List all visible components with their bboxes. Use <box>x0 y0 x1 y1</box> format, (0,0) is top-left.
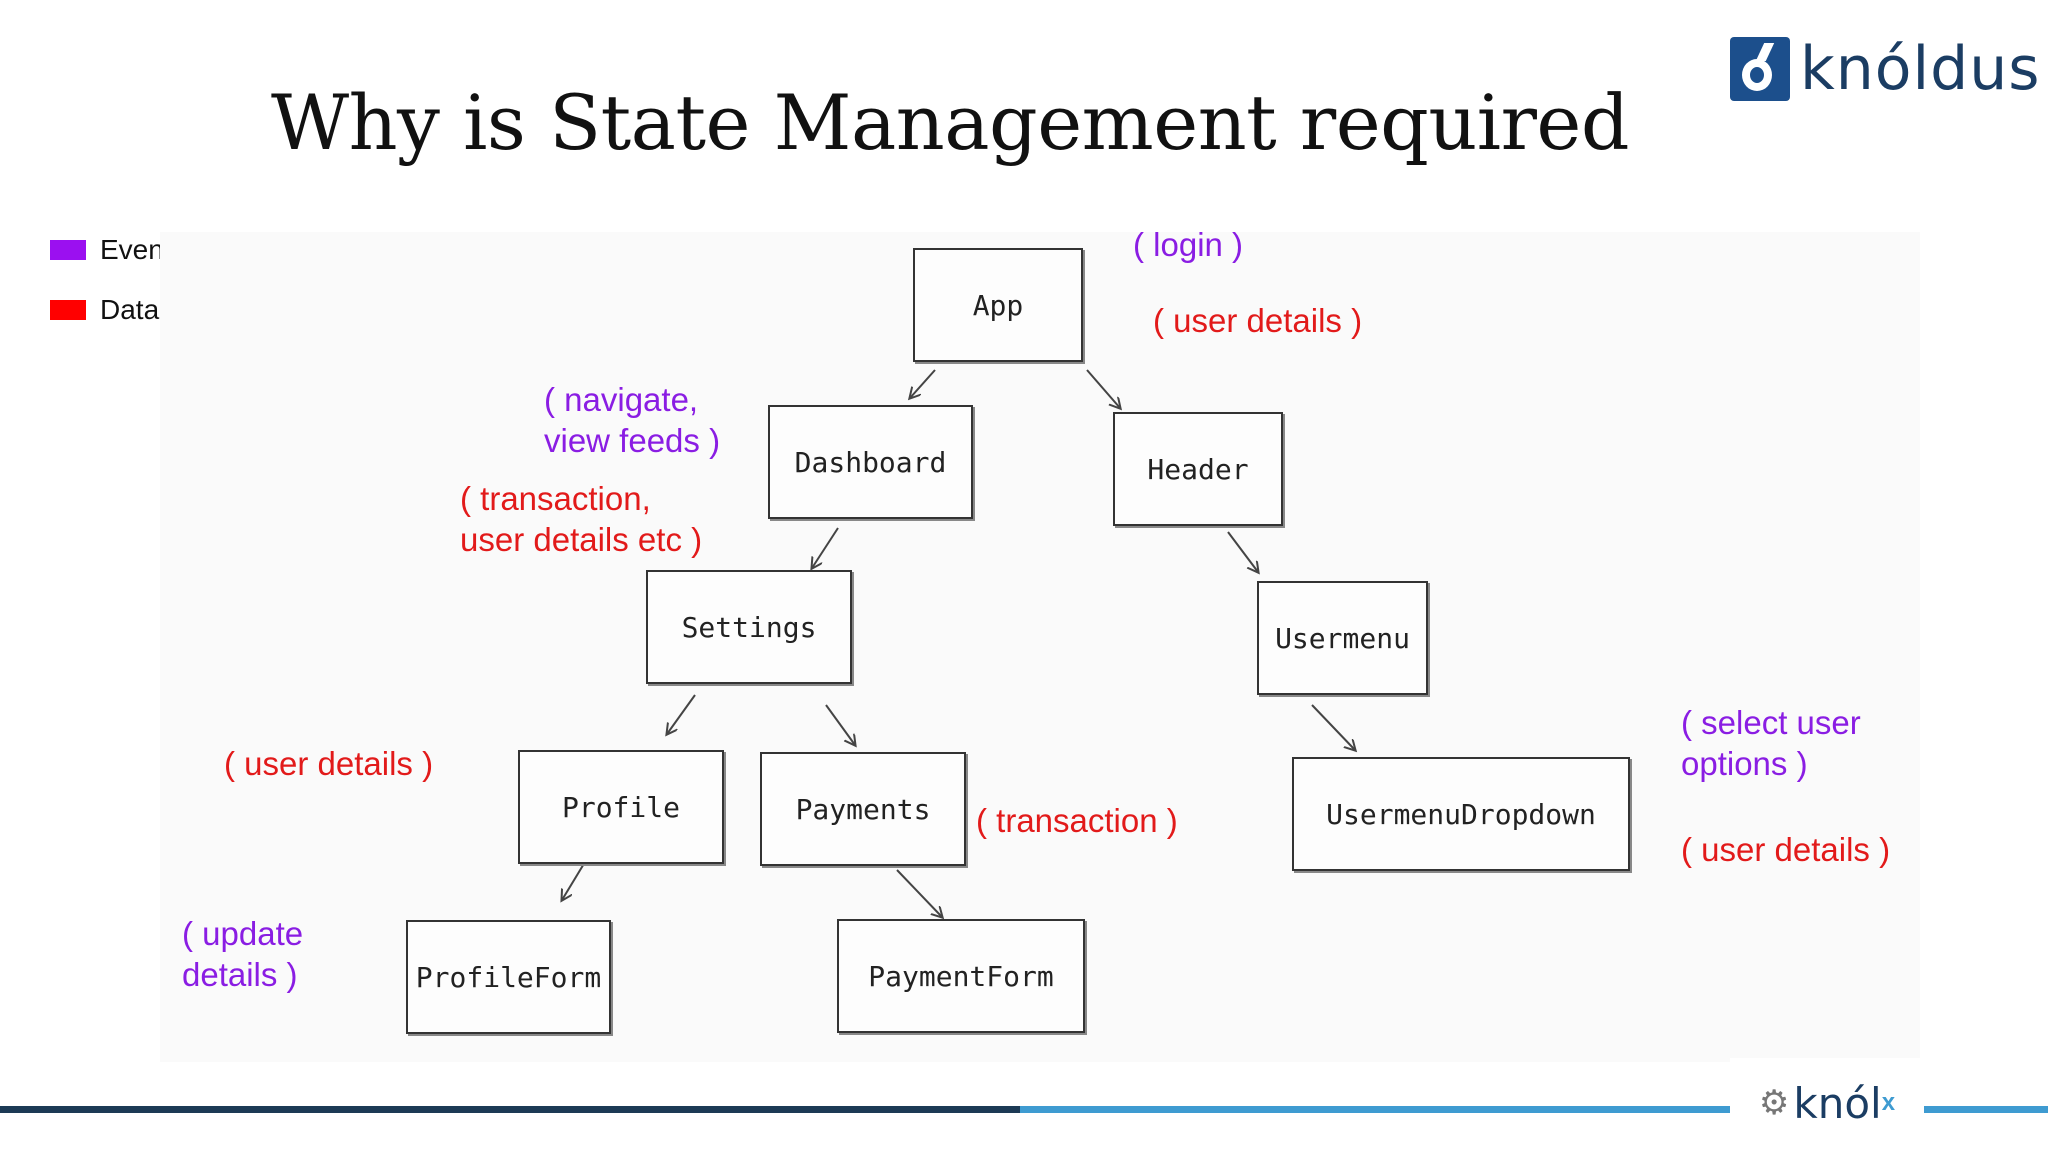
legend: Event Data <box>50 220 172 340</box>
footer-bar-light-right <box>1924 1106 2048 1113</box>
edge-payments-paymentform <box>896 869 942 917</box>
edge-app-dashboard <box>910 369 936 398</box>
annotation-app-data: ( user details ) <box>1153 302 1363 339</box>
annotation-profileform-event-line1: ( update <box>182 915 304 952</box>
edge-settings-profile <box>667 694 696 734</box>
node-profileform: ProfileForm <box>406 920 611 1034</box>
annotation-payments-data: ( transaction ) <box>976 802 1178 839</box>
knoldus-logo: knóldus <box>1730 34 2041 104</box>
annotation-profile-data: ( user details ) <box>224 745 434 782</box>
annotation-dashboard-event-line2: view feeds ) <box>544 422 721 459</box>
edge-usermenu-dropdown <box>1311 704 1355 750</box>
node-dashboard: Dashboard <box>768 405 973 519</box>
node-usermenu-dropdown: UsermenuDropdown <box>1292 757 1630 871</box>
knolx-logo-sup: x <box>1881 1089 1896 1116</box>
annotation-app-event: ( login ) <box>1133 226 1244 263</box>
edge-settings-payments <box>825 704 855 745</box>
node-header: Header <box>1113 412 1283 526</box>
edge-app-header <box>1086 369 1120 408</box>
annotation-dashboard-event-line1: ( navigate, <box>544 381 699 418</box>
annotation-dashboard-data-line2: user details etc ) <box>460 521 703 558</box>
knoldus-logo-text: knóldus <box>1800 34 2041 104</box>
legend-swatch-event <box>50 240 86 260</box>
annotation-dropdown-event-line2: options ) <box>1681 745 1808 782</box>
annotation-profileform-event-line2: details ) <box>182 956 298 993</box>
node-app: App <box>913 248 1083 362</box>
legend-item-data: Data <box>50 280 172 340</box>
node-payments: Payments <box>760 752 966 866</box>
knolx-logo-text: knól <box>1793 1078 1882 1128</box>
annotation-dashboard-data-line1: ( transaction, <box>460 480 651 517</box>
edge-dashboard-settings <box>812 527 839 568</box>
page-title: Why is State Management required <box>270 78 1630 167</box>
legend-label-data: Data <box>100 294 160 325</box>
node-paymentform: PaymentForm <box>837 919 1085 1033</box>
legend-swatch-data <box>50 300 86 320</box>
annotation-dropdown-event-line1: ( select user <box>1681 704 1861 741</box>
legend-item-event: Event <box>50 220 172 280</box>
footer-bar-dark <box>0 1106 1020 1113</box>
edge-header-usermenu <box>1227 531 1258 572</box>
legend-label-event: Event <box>100 234 172 265</box>
head-gears-icon: ⚙ <box>1758 1084 1790 1122</box>
annotation-dropdown-data: ( user details ) <box>1681 831 1891 868</box>
footer-bar-light <box>1020 1106 1730 1113</box>
node-settings: Settings <box>646 570 852 684</box>
knoldus-logo-icon <box>1730 37 1790 101</box>
edge-profile-profileform <box>562 861 586 900</box>
node-usermenu: Usermenu <box>1257 581 1428 695</box>
node-profile: Profile <box>518 750 724 864</box>
